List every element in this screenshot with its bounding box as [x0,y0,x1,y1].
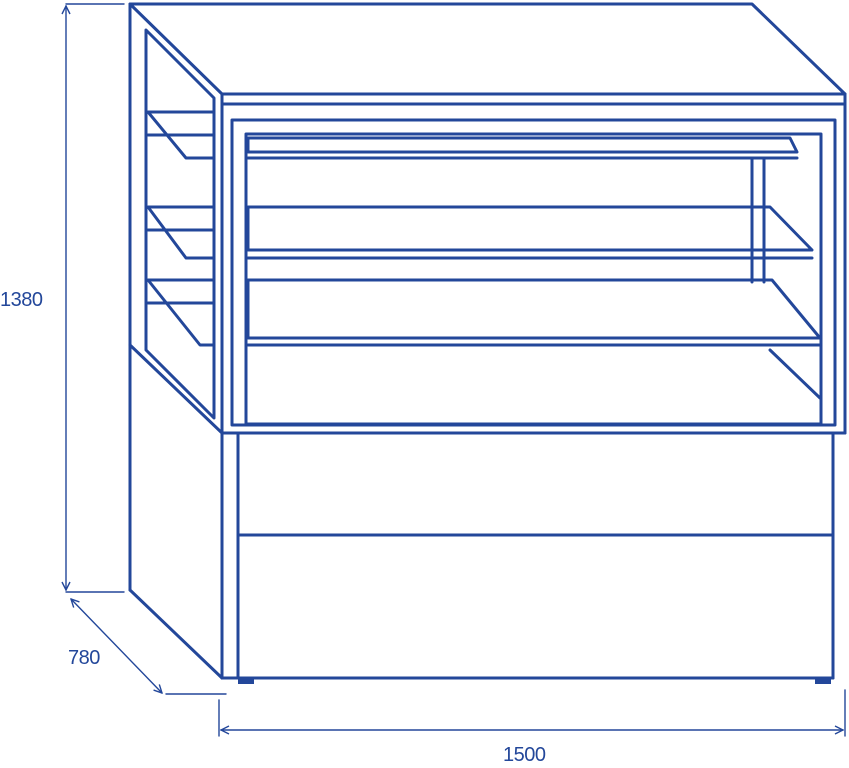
height-dimension: 1380 [0,3,125,593]
cabinet-base [220,431,847,684]
front-shelf-1 [246,136,799,154]
front-window-inner [244,132,823,426]
side-shelf-1 [146,110,216,160]
front-shelf-2 [246,205,814,252]
side-shelf-3 [146,278,216,347]
width-label: 1500 [503,744,546,766]
foot-right [815,678,831,684]
side-glass-panel [144,28,216,420]
side-bottom-edge [128,588,224,680]
side-base-divider [128,343,224,435]
foot-left [238,678,254,684]
bottom-deck-edge [768,348,822,400]
depth-dimension-line [71,599,162,693]
front-window-outer [230,118,837,427]
cabinet-top-face [128,2,847,96]
width-dimension: 1500 [218,689,846,766]
side-window [144,28,216,420]
side-shelf-2 [146,205,216,260]
front-shelf-3 [246,278,822,340]
front-glass-window [230,118,837,427]
depth-dimension: 780 [68,599,227,695]
depth-label: 780 [68,647,100,669]
height-label: 1380 [0,289,43,311]
